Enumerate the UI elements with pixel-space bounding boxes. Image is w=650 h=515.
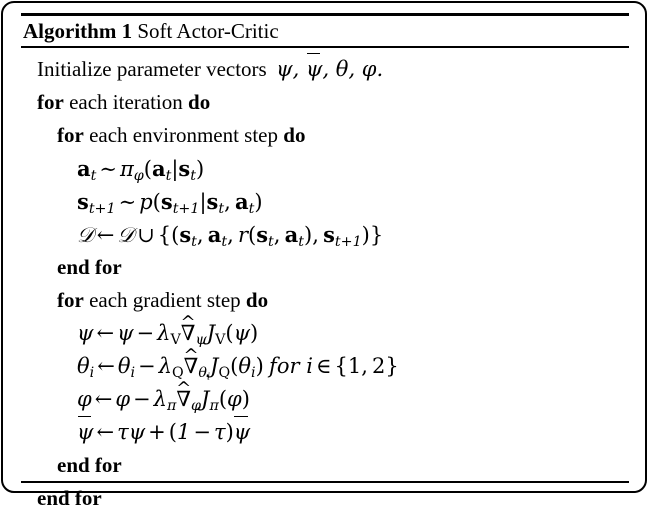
line-for-env-step: for each environment step do [3, 119, 650, 152]
line-update-phi: φ←φ−λπ∇φJπ(φ) [3, 383, 650, 416]
line-update-theta: θi←θi−λQ∇θiJQ(θi) for i∈{1, 2} [3, 350, 650, 383]
theta-condition-for: for [269, 354, 300, 378]
line-end-for-env: end for [3, 251, 650, 284]
line-update-psi: ψ←ψ−λV∇ψJV(ψ) [3, 317, 650, 350]
initialize-text: Initialize parameter vectors [37, 57, 267, 81]
line-sample-action: at∼πφ(at|st) [3, 152, 650, 185]
equation-update-theta: θi←θi−λQ∇θiJQ(θi) [77, 354, 264, 382]
rule-bottom [21, 481, 629, 483]
algorithm-body: Initialize parameter vectors ψ, ψ, θ, φ.… [3, 53, 650, 515]
for-gradient-step-text: each gradient step [89, 288, 241, 312]
initialize-math: ψ, ψ, θ, φ. [272, 53, 383, 81]
rule-below-title [21, 46, 629, 48]
line-initialize: Initialize parameter vectors ψ, ψ, θ, φ. [3, 53, 650, 86]
keyword-do: do [283, 123, 306, 147]
keyword-end-for: end for [37, 486, 102, 510]
equation-buffer-update: 𝒟←𝒟∪{(st, at, r(st, at), st+1)} [77, 222, 384, 250]
line-for-iteration: for each iteration do [3, 86, 650, 119]
keyword-do: do [188, 90, 211, 114]
equation-sample-next-state: st+1∼p(st+1|st, at) [77, 189, 263, 217]
equation-update-phi: φ←φ−λπ∇φJπ(φ) [77, 387, 250, 413]
theta-condition-math: i∈{1, 2} [299, 354, 399, 378]
for-iteration-text: each iteration [69, 90, 183, 114]
line-sample-next-state: st+1∼p(st+1|st, at) [3, 185, 650, 218]
algorithm-name: Soft Actor-Critic [137, 19, 279, 43]
keyword-do: do [245, 288, 269, 312]
keyword-end-for: end for [57, 453, 122, 477]
line-for-gradient-step: for each gradient step do [3, 284, 650, 317]
equation-update-psi-bar: ψ←τψ+(1−τ)ψ [77, 416, 250, 444]
line-buffer-update: 𝒟←𝒟∪{(st, at, r(st, at), st+1)} [3, 218, 650, 251]
keyword-for: for [57, 123, 84, 147]
line-update-psi-bar: ψ←τψ+(1−τ)ψ [3, 416, 650, 449]
line-end-for-iteration: end for [3, 482, 650, 515]
equation-sample-action: at∼πφ(at|st) [77, 156, 205, 184]
keyword-for: for [57, 288, 84, 312]
for-env-step-text: each environment step [89, 123, 279, 147]
algorithm-label: Algorithm 1 [23, 19, 133, 43]
equation-update-psi: ψ←ψ−λV∇ψJV(ψ) [77, 321, 258, 347]
keyword-end-for: end for [57, 255, 122, 279]
line-end-for-gradient: end for [3, 449, 650, 482]
keyword-for: for [37, 90, 64, 114]
algorithm-title: Algorithm 1 Soft Actor-Critic [23, 18, 279, 44]
rule-top [21, 13, 629, 16]
